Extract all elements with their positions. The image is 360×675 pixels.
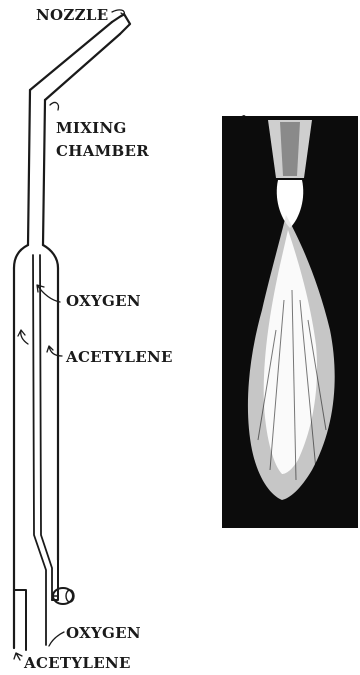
mixing-chamber-label-line2: CHAMBER <box>56 142 149 160</box>
flame-nozzle-highlight <box>280 122 300 176</box>
oxygen-inlet-label: OXYGEN <box>66 624 141 642</box>
mixing-chamber-label-line1: MIXING <box>56 119 127 137</box>
oxygen-inlet-pointer <box>49 632 64 646</box>
acetylene-inlet-label: ACETYLENE <box>23 654 131 672</box>
valve-knob-icon <box>53 588 74 604</box>
acetylene-inner-pointer-1 <box>18 330 28 344</box>
oxygen-inner-tube <box>33 255 52 645</box>
mixing-chamber-tube <box>28 90 45 245</box>
acetylene-inlet-pointer <box>14 653 22 660</box>
acetylene-inner-label: ACETYLENE <box>65 348 173 366</box>
body-shoulder <box>14 245 58 268</box>
nozzle-label: NOZZLE <box>36 6 108 24</box>
flame-top-edge <box>222 108 360 116</box>
mixing-chamber-pointer <box>50 103 58 110</box>
acetylene-inner-pointer-2 <box>47 346 62 356</box>
oxygen-inner-label: OXYGEN <box>66 292 141 310</box>
flame-illustration <box>222 108 360 528</box>
nozzle-pointer <box>112 10 124 17</box>
nozzle-tube <box>30 22 120 100</box>
torch-drawing <box>14 10 130 660</box>
